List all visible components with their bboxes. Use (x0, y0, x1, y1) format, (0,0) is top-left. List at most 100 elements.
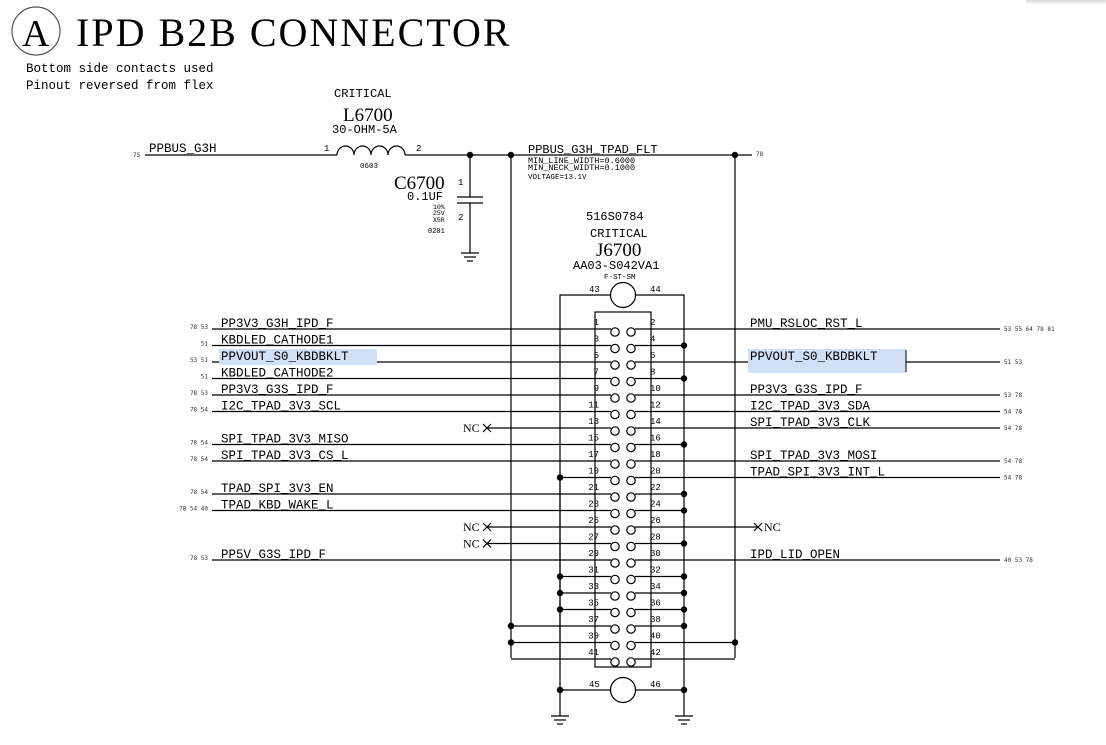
net-label-left[interactable]: 53 51 PPVOUT_S0_KBDBKLT (190, 349, 377, 365)
filtered-net-xref: 78 (756, 151, 764, 158)
net-label-right[interactable]: PP3V3_G3S_IPD_F 53 78 (750, 383, 1022, 399)
pin-number: 33 (588, 582, 599, 592)
junction (556, 589, 564, 597)
net-name: SPI_TPAD_3V3_CS_L (221, 449, 349, 463)
no-connect-icon (482, 423, 492, 433)
junction (680, 342, 688, 349)
net-xref: 53 51 (190, 357, 208, 364)
pin-number: 11 (588, 401, 599, 411)
sheet-title: IPD B2B CONNECTOR (76, 10, 512, 55)
pin-number: 46 (650, 680, 661, 690)
net-name: SPI_TPAD_3V3_CLK (750, 416, 871, 430)
pin-number: 13 (588, 417, 599, 427)
contact-pad (626, 574, 636, 585)
junction (680, 375, 688, 382)
contact-pad (610, 574, 620, 585)
junction (507, 622, 515, 630)
net-property: MIN_LINE_WIDTH=0.6000 (528, 156, 635, 166)
contact-pad (626, 360, 636, 370)
contact-pad (610, 459, 620, 469)
connector-J6700-header: 516S0784 CRITICAL J6700 AA03-S042VA1 F-S… (573, 210, 659, 282)
junction (556, 686, 564, 694)
junction (556, 606, 564, 613)
pin-number: 28 (650, 533, 661, 543)
contact-pad (610, 525, 620, 535)
capacitor-pin1: 1 (458, 178, 463, 188)
filtered-net-label: PPBUS_G3H_TPAD_FLT (528, 143, 658, 157)
junction (680, 686, 688, 694)
pin-number: 22 (650, 483, 661, 493)
connector-package: F-ST-SM (604, 274, 636, 282)
pin-number: 23 (588, 500, 599, 510)
wire-mount-left (559, 294, 611, 658)
wire-mount-right (635, 294, 685, 658)
pin-number: 19 (588, 467, 599, 477)
input-net-xref: 75 (133, 152, 141, 159)
pin-number: 15 (588, 434, 599, 444)
net-name: PMU_RSLOC_RST_L (750, 317, 863, 331)
pin-number: 4 (650, 335, 655, 345)
pin-number: 26 (650, 516, 661, 526)
connector-body (594, 311, 652, 668)
pin-number: 42 (650, 648, 661, 658)
contact-pad (610, 393, 620, 403)
net-name: PP3V3_G3H_IPD_F (221, 317, 334, 331)
nc-label: NC (463, 520, 480, 534)
pin-number: 36 (650, 599, 661, 609)
pin-number: 27 (588, 533, 599, 543)
capacitor-C6700[interactable]: C6700 0.1UF 10% 25V X5R 0201 1 2 (394, 155, 483, 262)
inductor-coil (336, 145, 406, 156)
net-xref: 54 78 (1004, 458, 1022, 465)
nc-label: NC (764, 520, 781, 534)
contact-pad (610, 409, 620, 420)
net-name: I2C_TPAD_3V3_SCL (221, 400, 341, 414)
junction (556, 573, 564, 580)
net-name: PP3V3_G3S_IPD_F (750, 383, 863, 397)
contact-pad (610, 508, 620, 519)
pin-number: 3 (594, 335, 599, 345)
ground-icon (461, 252, 479, 262)
contact-pad (610, 657, 620, 667)
pin-number: 18 (650, 450, 661, 460)
zone-letter: A (22, 13, 50, 55)
junction (556, 474, 564, 481)
filtered-net[interactable]: PPBUS_G3H_TPAD_FLT MIN_LINE_WIDTH=0.6000… (528, 143, 658, 182)
junction (680, 622, 688, 630)
net-name: PPVOUT_S0_KBDBKLT (221, 350, 349, 364)
net-xref: 40 53 78 (1004, 557, 1033, 564)
net-xref: 53 78 (1004, 392, 1022, 399)
input-net-label[interactable]: PPBUS_G3H (149, 142, 217, 156)
contact-pad (626, 508, 636, 519)
pin-number: 40 (650, 632, 661, 642)
inductor-L6700[interactable]: CRITICAL L6700 30-OHM-5A 0603 1 2 (324, 87, 421, 171)
net-name: TPAD_SPI_3V3_INT_L (750, 466, 885, 480)
title-block: A IPD B2B CONNECTOR Bottom side contacts… (11, 6, 512, 93)
capacitor-spec: 10% (433, 204, 445, 211)
